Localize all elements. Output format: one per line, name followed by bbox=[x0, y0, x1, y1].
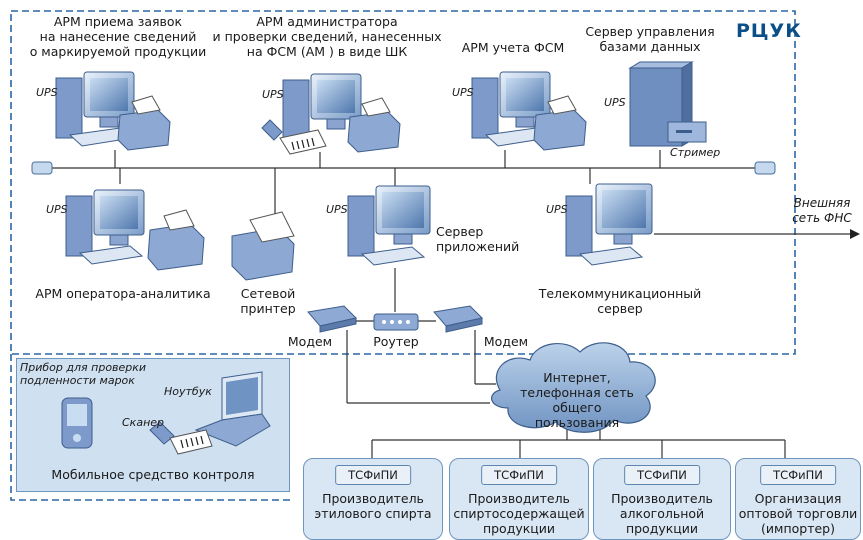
ups-label-4: UPS bbox=[604, 96, 626, 109]
ups-label-1: UPS bbox=[36, 86, 58, 99]
label-arm-fsm: АРМ учета ФСМ bbox=[461, 40, 565, 55]
ups-label-5: UPS bbox=[46, 203, 68, 216]
label-internet-cloud: Интернет, телефонная сеть общего пользов… bbox=[520, 370, 634, 430]
participant-name: Производитель этилового спирта bbox=[314, 491, 432, 521]
label-external-network: Внешняя сеть ФНС bbox=[792, 196, 852, 225]
label-scanner: Сканер bbox=[122, 416, 165, 429]
label-verifier-device: Прибор для проверки подленности марок bbox=[20, 361, 147, 387]
participant-ethanol-producer: ТСФиПИ Производитель этилового спирта bbox=[303, 458, 443, 540]
label-db-server: Сервер управления базами данных bbox=[585, 24, 715, 54]
db-server bbox=[628, 61, 707, 147]
workstation-arm-fsm bbox=[471, 71, 587, 151]
participant-alcohol-producer: ТСФиПИ Производитель алкогольной продукц… bbox=[593, 458, 731, 540]
internet-cloud-shape bbox=[491, 342, 656, 433]
label-arm-analyst: АРМ оператора-аналитика bbox=[35, 286, 211, 301]
participant-name: Организация оптовой торговли (импортер) bbox=[738, 491, 858, 536]
router-device bbox=[373, 313, 419, 331]
workstation-arm-zayavki bbox=[55, 71, 171, 151]
bus-terminator-left bbox=[31, 161, 53, 175]
participant-tag: ТСФиПИ bbox=[335, 465, 411, 485]
label-app-server: Сервер приложений bbox=[436, 224, 520, 254]
workstation-arm-admin bbox=[261, 73, 401, 155]
modem-right-device bbox=[433, 305, 483, 333]
mobile-boundary bbox=[10, 354, 290, 501]
app-server-station bbox=[347, 185, 431, 266]
participant-spirit-products-producer: ТСФиПИ Производитель спиртосодержащей пр… bbox=[449, 458, 589, 540]
label-modem-left: Модем bbox=[287, 334, 333, 349]
label-telecom-server: Телекоммуникационный сервер bbox=[538, 286, 702, 316]
ups-label-2: UPS bbox=[262, 88, 284, 101]
participant-tag: ТСФиПИ bbox=[624, 465, 700, 485]
label-arm-admin: АРМ администратора и проверки сведений, … bbox=[212, 14, 442, 59]
telecom-server-station bbox=[565, 183, 653, 266]
bus-terminator-right bbox=[754, 161, 776, 175]
workstation-arm-analyst bbox=[65, 189, 205, 271]
modem-left-device bbox=[307, 305, 357, 333]
participant-wholesale-importer: ТСФиПИ Организация оптовой торговли (имп… bbox=[735, 458, 861, 540]
external-arrow bbox=[850, 229, 860, 239]
network-printer bbox=[231, 211, 295, 281]
label-laptop: Ноутбук bbox=[164, 385, 212, 398]
participant-tag: ТСФиПИ bbox=[760, 465, 836, 485]
rcuk-label: РЦУК bbox=[736, 20, 802, 42]
label-network-printer: Сетевой принтер bbox=[240, 286, 296, 316]
label-modem-right: Модем bbox=[483, 334, 529, 349]
mobile-control-title: Мобильное средство контроля bbox=[51, 467, 255, 482]
ups-label-6: UPS bbox=[326, 203, 348, 216]
participant-tag: ТСФиПИ bbox=[481, 465, 557, 485]
ups-label-3: UPS bbox=[452, 86, 474, 99]
label-streamer: Стример bbox=[670, 146, 721, 159]
participant-name: Производитель спиртосодержащей продукции bbox=[453, 491, 585, 536]
lan-drops bbox=[114, 150, 850, 458]
participant-name: Производитель алкогольной продукции bbox=[611, 491, 713, 536]
rcuk-boundary bbox=[10, 10, 796, 355]
label-arm-zayavki: АРМ приема заявок на нанесение сведений … bbox=[29, 14, 207, 59]
label-router: Роутер bbox=[373, 334, 419, 349]
ups-label-7: UPS bbox=[546, 203, 568, 216]
